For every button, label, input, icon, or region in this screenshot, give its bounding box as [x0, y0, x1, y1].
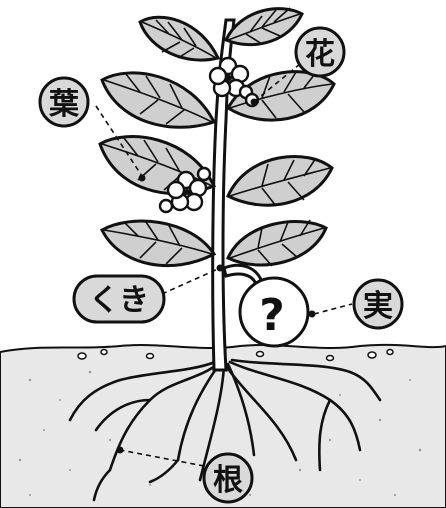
leaf-upper-left [102, 73, 214, 127]
label-stem: くき [74, 276, 164, 322]
label-leaf-text: 葉 [48, 87, 80, 122]
leaf-lower-right [228, 220, 326, 266]
root-pointer-dot [117, 447, 124, 454]
label-fruit: 実 [354, 280, 402, 328]
fruit-question-mark: ? [259, 290, 285, 341]
leaf-top-right [226, 8, 302, 45]
fruit-bubble: ? [240, 278, 308, 346]
flower-pointer-dot [251, 99, 258, 106]
label-root: 根 [204, 454, 252, 502]
fruit-pointer-dot [309, 311, 316, 318]
leaf-top-left [140, 17, 218, 60]
label-flower-text: 花 [305, 37, 335, 72]
fruit-branch [224, 265, 262, 284]
label-stem-text: くき [89, 283, 149, 318]
label-leaf: 葉 [40, 78, 88, 126]
leaf-middle-right [228, 156, 332, 206]
label-flower: 花 [296, 28, 344, 76]
stem-pointer-dot [217, 265, 224, 272]
label-fruit-text: 実 [363, 289, 393, 324]
label-root-text: 根 [213, 463, 243, 498]
leaf-pointer-dot [139, 175, 146, 182]
leaf-lower-left [102, 221, 214, 266]
